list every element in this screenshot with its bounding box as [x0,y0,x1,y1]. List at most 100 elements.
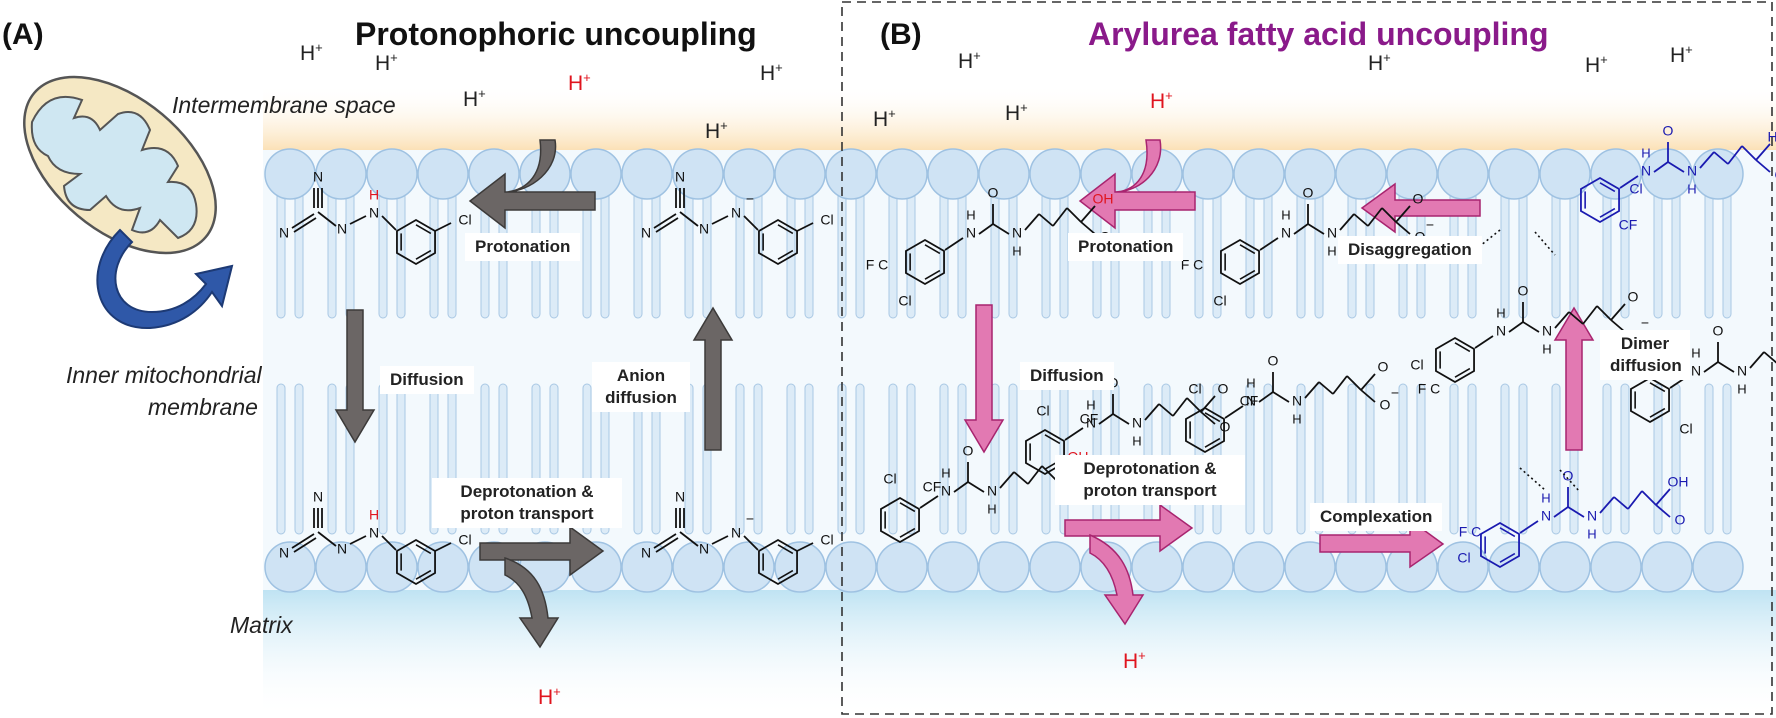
bond [1554,311,1570,329]
step-complexation-b: Complexation [1310,503,1443,531]
lipid-head [825,148,877,200]
bond [1307,223,1325,235]
chlorophenyl-ring [758,218,798,266]
proton-symbol: H [538,686,554,709]
proton-symbol: H [568,72,584,95]
dimer-top-black: ClF CNHONHOO− [1410,283,1649,397]
ring-double-bond [777,224,794,235]
chlorophenyl-ring [396,538,436,586]
proton-charge: + [478,86,486,101]
bond [1293,223,1309,235]
lipid-head [1131,541,1183,593]
bond [655,537,679,553]
atom-label: N [731,525,741,541]
negative-charge: − [746,511,754,527]
atom-label: H [1541,490,1550,505]
aryl-ring [1580,176,1620,224]
proton-charge: + [1600,52,1608,67]
bond [317,211,337,227]
bond [711,215,729,225]
carboxyl-oxygen: O [1378,359,1389,375]
bond [1619,175,1639,189]
proton-label: H+ [705,118,728,144]
bond [1613,496,1629,510]
atom-label: N [699,221,709,237]
carboxyl-oxygen: O [1413,191,1424,207]
atom-label: N [369,525,379,541]
chlorine: Cl [1410,357,1423,373]
lipid-tail [327,383,337,535]
proton-symbol: H [958,50,974,73]
ring-double-bond [1044,434,1061,445]
atom-label: H [1132,433,1141,448]
lipid-tail [804,383,814,535]
trifluoromethyl: CF [1080,411,1099,427]
lipid-head [417,541,469,593]
atom-label: O [1675,512,1686,528]
trifluoromethyl: CF [1619,217,1638,233]
lipid-head [978,148,1030,200]
bond [1727,145,1743,165]
bond [1052,207,1068,227]
atom-label: N [1496,323,1506,339]
lipid-tail [855,383,865,535]
atom-label: N [337,541,347,557]
panel-b-title: Arylurea fatty acid uncoupling [1088,16,1549,52]
bond [1200,411,1216,425]
proton-hydrogen: H [369,187,379,203]
bond [1367,207,1383,227]
aryl-ring [905,238,945,286]
bond [1360,389,1376,403]
lipid-tail [1653,383,1663,535]
trifluoromethyl: F C [1181,257,1204,273]
bond [1304,381,1320,399]
step-dimer-diffusion-b: Dimer diffusion [1600,330,1690,380]
bond [1763,351,1776,364]
bond [291,213,315,229]
bond [1027,465,1043,485]
bond [655,217,679,233]
lipid-tail [1296,383,1306,535]
bond [1653,161,1669,173]
bond [1655,488,1671,506]
lipid-tail [1704,383,1714,535]
step-diffusion-a: Diffusion [380,366,474,394]
ring-double-bond [415,249,432,260]
lipid-head [927,541,979,593]
chlorine: Cl [820,532,833,548]
lipid-tail [1347,383,1357,535]
bond [291,533,315,549]
atom-label: O [1518,283,1529,299]
arrow-release-a [504,556,560,649]
arrow-release-b [1089,533,1145,626]
bond [1259,237,1279,251]
atom-label: O [1380,397,1391,413]
bond [919,495,939,509]
lipid-tail [1722,383,1732,535]
chlorine: Cl [1188,381,1201,397]
bond [1627,490,1643,510]
bond [1610,303,1626,321]
trifluoromethyl: CF [1240,393,1259,409]
lipid-head [672,148,724,200]
atom-label: H [1246,375,1255,390]
proton-label: H+ [1585,52,1608,78]
atom-label: H [1542,341,1551,356]
ring-double-bond [777,544,794,555]
ring-double-bond [1649,382,1666,393]
ring-double-bond [1239,269,1256,280]
chlorine: Cl [898,293,911,309]
step-diffusion-b: Diffusion [1020,362,1114,390]
ring-double-bond [415,544,432,555]
lipid-tail [735,383,745,535]
aryl-ring [1435,336,1475,384]
arrow-deprotonation-a [479,525,605,577]
ring-double-bond [777,249,794,260]
trifluoromethyl: F C [1459,524,1482,540]
atom-label: N [1641,163,1651,179]
proton-hydrogen: H [369,507,379,523]
bond [1395,205,1411,223]
ring-double-bond [1239,244,1256,255]
lipid-tail [1314,383,1324,535]
